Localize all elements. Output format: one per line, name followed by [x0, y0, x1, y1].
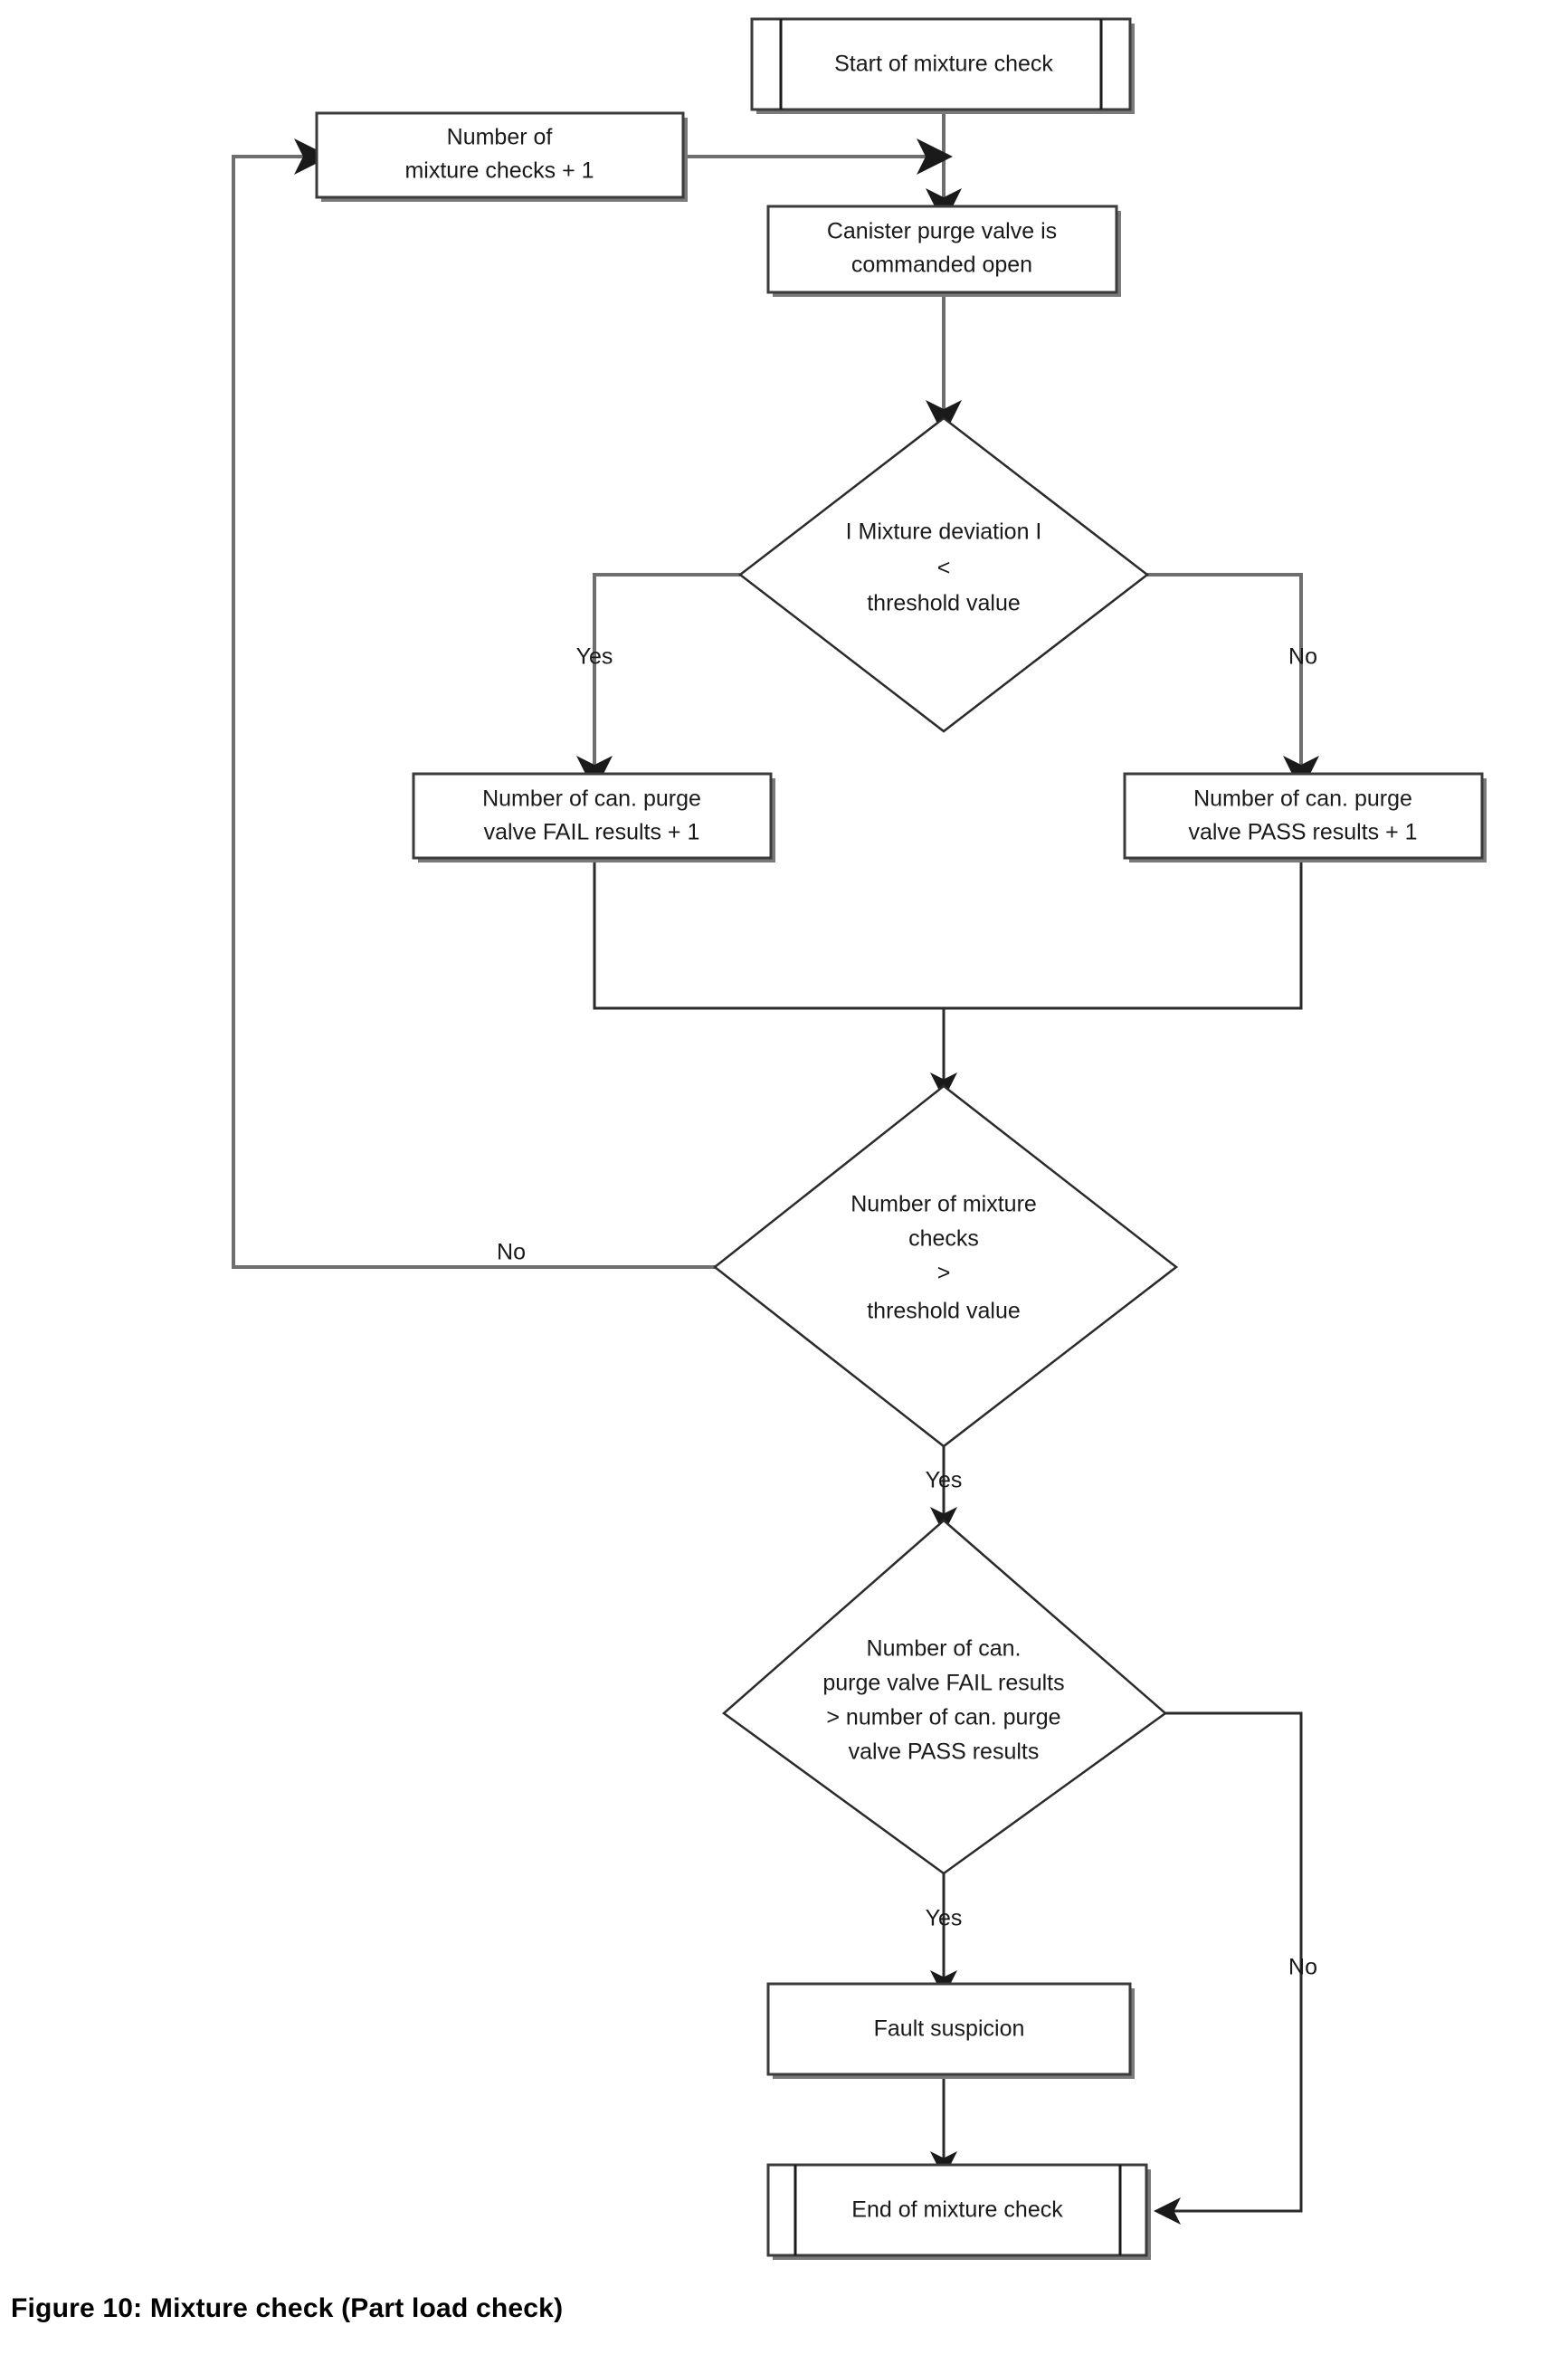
- node-start-of-mixture-check[interactable]: Start of mixture check: [750, 17, 1135, 114]
- node-decision-mixture-check-count-line1: Number of mixture: [851, 1192, 1037, 1217]
- edge-label-compare-no: No: [1288, 1955, 1317, 1980]
- node-canister-purge-valve-open-line2: commanded open: [851, 253, 1032, 278]
- node-decision-fail-vs-pass[interactable]: Number of can. purge valve FAIL results …: [722, 1519, 1168, 1875]
- node-start-label: Start of mixture check: [834, 52, 1053, 77]
- node-decision-mixture-deviation[interactable]: I Mixture deviation I < threshold value: [737, 416, 1150, 733]
- node-decision-mixture-deviation-line1: I Mixture deviation I: [846, 519, 1042, 545]
- node-decision-fail-vs-pass-line2: purge valve FAIL results: [822, 1671, 1064, 1696]
- node-increment-fail-results[interactable]: Number of can. purge valve FAIL results …: [412, 772, 775, 862]
- node-increment-fail-results-line2: valve FAIL results + 1: [484, 820, 700, 845]
- edge-label-deviation-yes: Yes: [576, 644, 613, 670]
- node-end-of-mixture-check[interactable]: End of mixture check: [766, 2163, 1151, 2260]
- node-increment-fail-results-line1: Number of can. purge: [482, 786, 701, 812]
- edge-compare-no-to-end: [1147, 1711, 1303, 2225]
- node-canister-purge-valve-open[interactable]: Canister purge valve is commanded open: [766, 205, 1121, 297]
- node-fault-suspicion[interactable]: Fault suspicion: [766, 1982, 1135, 2079]
- node-decision-mixture-deviation-line3: threshold value: [867, 591, 1021, 616]
- node-increment-pass-results-line1: Number of can. purge: [1193, 786, 1412, 812]
- edge-label-compare-yes: Yes: [926, 1906, 963, 1931]
- node-decision-mixture-deviation-line2: <: [937, 556, 951, 581]
- edge-deviation-no-to-pass-increment: [1147, 573, 1319, 792]
- node-decision-mixture-check-count-line4: threshold value: [867, 1299, 1021, 1324]
- node-canister-purge-valve-open-line1: Canister purge valve is: [827, 219, 1057, 244]
- edge-label-deviation-no: No: [1288, 644, 1317, 670]
- edge-count-no-loopback: [232, 138, 740, 1269]
- edge-label-count-yes: Yes: [926, 1468, 963, 1493]
- node-decision-mixture-check-count-line2: checks: [908, 1226, 979, 1252]
- node-increment-mixture-checks-line1: Number of: [447, 125, 553, 150]
- node-increment-pass-results[interactable]: Number of can. purge valve PASS results …: [1123, 772, 1487, 862]
- node-decision-fail-vs-pass-line4: valve PASS results: [849, 1739, 1040, 1765]
- node-increment-mixture-checks[interactable]: Number of mixture checks + 1: [315, 111, 688, 202]
- node-end-label: End of mixture check: [851, 2197, 1063, 2223]
- figure-caption: Figure 10: Mixture check (Part load chec…: [11, 2293, 564, 2323]
- edge-pass-increment-to-merge: [944, 862, 1303, 1010]
- edge-deviation-yes-to-fail-increment: [576, 573, 740, 792]
- edge-fail-increment-to-merge: [593, 862, 944, 1010]
- node-increment-pass-results-line2: valve PASS results + 1: [1188, 820, 1417, 845]
- edge-label-count-no: No: [497, 1240, 526, 1265]
- node-decision-fail-vs-pass-line3: > number of can. purge: [826, 1705, 1060, 1730]
- node-increment-mixture-checks-line2: mixture checks + 1: [404, 158, 594, 184]
- node-decision-fail-vs-pass-line1: Number of can.: [867, 1636, 1022, 1662]
- node-decision-mixture-check-count-line3: >: [937, 1261, 951, 1286]
- node-decision-mixture-check-count[interactable]: Number of mixture checks > threshold val…: [712, 1084, 1179, 1448]
- node-fault-suspicion-label: Fault suspicion: [874, 2016, 1025, 2042]
